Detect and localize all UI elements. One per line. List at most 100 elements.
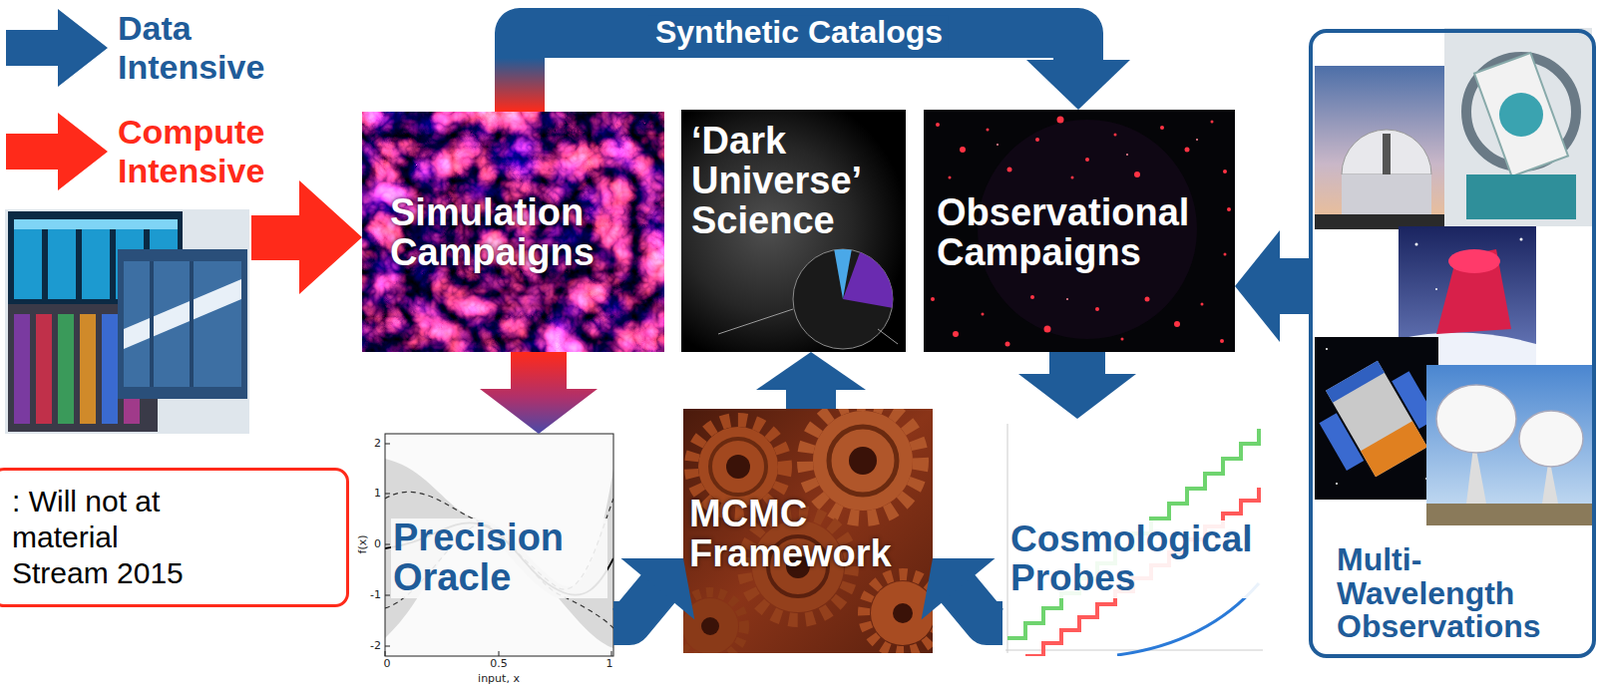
star-field-image (1160, 125, 1165, 130)
legend-arrow (5, 8, 108, 87)
telescope-photos (1474, 52, 1569, 177)
oracle-plot: Precision Oracle (385, 433, 614, 657)
legend-swatch (3, 109, 110, 194)
star-field-image (1134, 171, 1141, 178)
supercomputer-photo (123, 279, 242, 350)
legend-arrow (5, 112, 108, 191)
star-field-image (930, 297, 935, 302)
supercomputer-photo (79, 314, 96, 424)
gp-plot-image (385, 646, 391, 648)
note-callout: : Will not at material Stream 2015 (0, 467, 350, 608)
supercomputer-photo (47, 219, 76, 300)
supercomputer-photo (81, 219, 110, 300)
star-field-image (959, 146, 966, 153)
observations-panel: Multi- Wavelength Observations (1308, 28, 1597, 659)
node-text: Simulation Campaigns (390, 193, 655, 274)
mcmc-box: MCMC Framework (683, 408, 933, 654)
arrow-gradient (494, 57, 545, 112)
dark-universe-image (833, 249, 851, 300)
flow-arrow (921, 558, 1003, 624)
telescope-photos (1341, 174, 1432, 220)
star-field-image (1219, 339, 1224, 344)
telescope-photos (1415, 243, 1419, 247)
supercomputer-photo (57, 314, 74, 424)
arrow-head (1234, 230, 1280, 343)
node-text: Multi- Wavelength Observations (1336, 543, 1585, 645)
star-field-image (1007, 167, 1013, 173)
telescope-photos (1306, 27, 1593, 526)
star-field-image (1196, 138, 1199, 141)
power-spectrum-plot (1005, 423, 1263, 657)
telescope-photos (1435, 288, 1438, 291)
gp-plot-image (385, 443, 391, 445)
flow-arrow (613, 558, 695, 624)
arrow-head (921, 558, 996, 620)
star-field-image (1071, 176, 1075, 180)
star-field-image (1044, 326, 1052, 334)
node-text: Precision Oracle (391, 518, 608, 599)
axis-title: input, x (477, 673, 520, 686)
gp-plot-image (385, 433, 614, 657)
telescope-photos (1318, 412, 1364, 471)
star-field-image (1057, 116, 1065, 124)
axis-title: f(x) (357, 535, 370, 555)
gp-plot-image (385, 595, 391, 597)
star-field-image (1121, 338, 1125, 342)
flow-arrow (479, 352, 598, 434)
arrow-shaft (1049, 352, 1106, 376)
telescope-photos (1426, 503, 1593, 526)
science-box: ‘Dark Universe’ Science (681, 109, 906, 353)
axis-tick-label: 0 (374, 538, 382, 551)
legend-label: Compute Intensive (117, 112, 296, 191)
arrow-head (479, 389, 598, 434)
star-field-image (1030, 295, 1035, 300)
arrow-shaft (786, 389, 836, 409)
axis-tick-label: 0 (384, 658, 392, 671)
dark-universe-image (793, 249, 893, 350)
edge-label: Synthetic Catalogs (649, 14, 949, 50)
star-field-image (1174, 321, 1181, 328)
observation-box: Observational Campaigns (923, 109, 1235, 353)
gears-image (701, 617, 720, 636)
compute-arrow (251, 180, 363, 295)
cosmic-web-image (362, 111, 665, 353)
telescope-photos (1335, 482, 1338, 485)
node-text: : Will not at material Stream 2015 (11, 483, 212, 592)
dark-universe-image (681, 109, 906, 353)
dark-universe-image (842, 252, 893, 309)
power-spectrum-plot (1002, 418, 1265, 657)
supercomputer-photo (4, 209, 250, 434)
gp-plot-image (611, 651, 613, 657)
power-spectrum-plot (1007, 428, 1259, 639)
legend-entry: Compute Intensive (3, 109, 296, 194)
star-field-image (1222, 169, 1227, 174)
arrow-head (756, 352, 866, 391)
telescope-photos (1448, 249, 1501, 274)
gears-image (726, 454, 751, 479)
gp-plot-image (385, 544, 391, 546)
legend-swatch (3, 5, 110, 90)
telescope-photos (1325, 361, 1385, 403)
gears-image (848, 446, 877, 475)
axis-tick-label: 0.5 (489, 658, 508, 671)
supercomputer-photo (4, 209, 250, 434)
star-field-image (1085, 157, 1090, 162)
telescope-photos (1466, 174, 1577, 220)
arrow-shaft (510, 352, 567, 391)
gp-plot-image (385, 493, 391, 495)
supercomputer-photo (149, 261, 154, 388)
star-field-image (1035, 137, 1040, 142)
supercomputer-photo (13, 314, 30, 424)
star-field-image (986, 128, 990, 132)
supercomputer-photo (117, 249, 248, 400)
star-field-image (948, 176, 952, 180)
star-field-image (996, 143, 999, 146)
axis-tick-label: -2 (370, 640, 382, 653)
telescope-photos (1382, 133, 1391, 175)
node-text: Cosmological Probes (1008, 520, 1260, 599)
node-text: MCMC Framework (689, 494, 927, 575)
telescope-photos (1360, 420, 1428, 477)
dark-universe-image (877, 329, 898, 345)
